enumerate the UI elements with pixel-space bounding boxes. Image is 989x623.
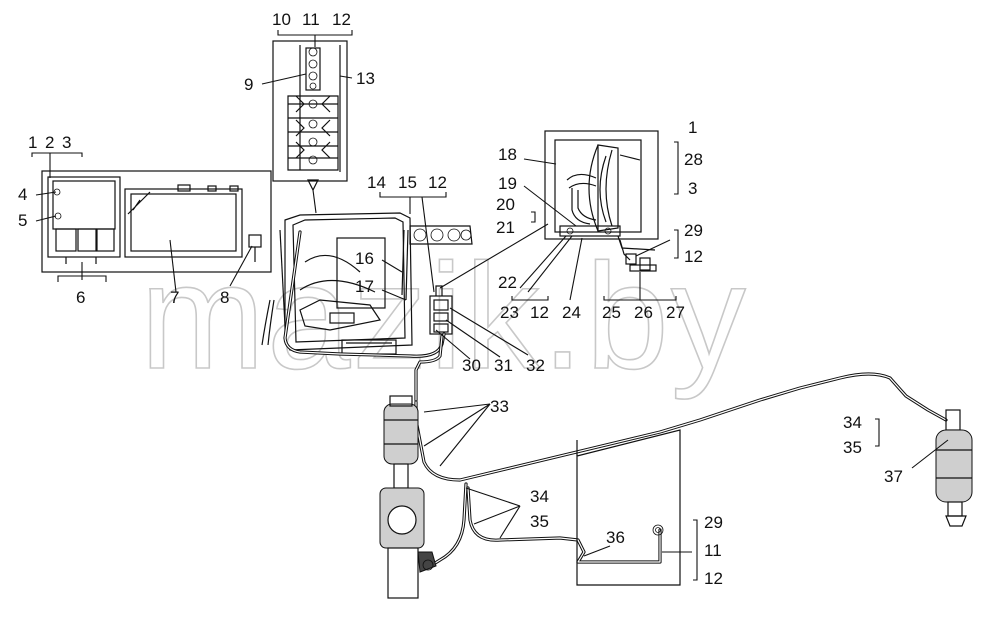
hydraulic-lines <box>283 230 948 567</box>
callout-10: 10 <box>272 10 291 29</box>
callout-26: 26 <box>634 303 653 322</box>
callout-18: 18 <box>498 145 517 164</box>
callout-12-top: 12 <box>332 10 351 29</box>
callout-12-fit: 12 <box>684 247 703 266</box>
callout-29-tank: 29 <box>704 513 723 532</box>
callout-11: 11 <box>302 10 320 29</box>
callout-23: 23 <box>500 303 519 322</box>
callout-3: 3 <box>62 133 71 152</box>
callout-30: 30 <box>462 356 481 375</box>
callout-16: 16 <box>355 249 374 268</box>
callout-24: 24 <box>562 303 581 322</box>
callout-12-cab: 12 <box>428 173 447 192</box>
callout-34-right: 34 <box>843 413 862 432</box>
callout-14: 14 <box>367 173 386 192</box>
callout-5: 5 <box>18 211 27 230</box>
callout-7: 7 <box>170 288 179 307</box>
callout-13: 13 <box>356 69 375 88</box>
detail-panel-tank <box>544 130 659 272</box>
callout-1-right: 1 <box>688 118 697 137</box>
callout-19: 19 <box>498 174 517 193</box>
detail-panel-left <box>41 170 272 273</box>
callout-15: 15 <box>398 173 417 192</box>
leader-lines <box>35 73 949 557</box>
fuel-tank-box <box>576 429 681 586</box>
callout-21: 21 <box>496 218 515 237</box>
pump-assembly <box>379 395 437 599</box>
callout-11-tank: 11 <box>704 541 722 560</box>
detail-panel-valve <box>272 40 348 214</box>
callout-37: 37 <box>884 467 903 486</box>
callout-12-bottom: 12 <box>704 569 723 588</box>
callout-22: 22 <box>498 273 517 292</box>
callout-12-tank: 12 <box>530 303 549 322</box>
cab-assembly <box>261 212 473 355</box>
callout-2: 2 <box>45 133 54 152</box>
callout-27: 27 <box>666 303 685 322</box>
callout-6: 6 <box>76 288 85 307</box>
cylinder-37 <box>935 409 973 527</box>
callout-17: 17 <box>355 277 374 296</box>
brackets <box>31 30 880 581</box>
callout-28: 28 <box>684 150 703 169</box>
callout-31: 31 <box>494 356 513 375</box>
callout-3-right: 3 <box>688 179 697 198</box>
callout-29: 29 <box>684 221 703 240</box>
callout-1: 1 <box>28 133 37 152</box>
callout-4: 4 <box>18 185 27 204</box>
callout-35-low: 35 <box>530 512 549 531</box>
callout-9: 9 <box>244 75 253 94</box>
callout-33: 33 <box>490 397 509 416</box>
callout-34-low: 34 <box>530 487 549 506</box>
callout-labels: 1 2 3 4 5 6 7 8 9 10 11 12 13 14 15 12 1… <box>18 10 903 588</box>
callout-20: 20 <box>496 195 515 214</box>
callout-32: 32 <box>526 356 545 375</box>
callout-36: 36 <box>606 528 625 547</box>
callout-25: 25 <box>602 303 621 322</box>
callout-8: 8 <box>220 288 229 307</box>
callout-35-right: 35 <box>843 438 862 457</box>
